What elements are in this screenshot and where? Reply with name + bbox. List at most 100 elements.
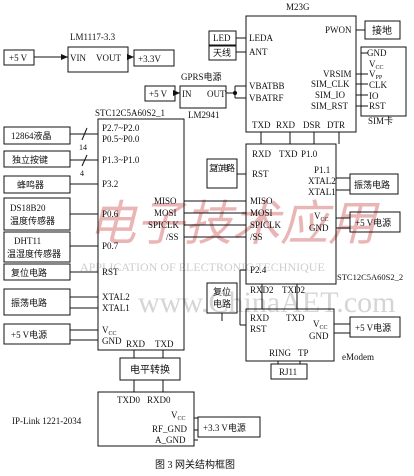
osc-left-label: 振荡电路: [11, 297, 47, 308]
lcd-label: 12864液晶: [11, 130, 52, 141]
antenna-box: [208, 45, 237, 61]
gprs-power-title: GPRS电源: [181, 71, 222, 82]
stc1-xtal1: XTAL1: [102, 303, 130, 313]
dht11-box: [3, 231, 71, 263]
m23g-vrsim: VRSIM: [323, 69, 352, 79]
m23g-leda: LEDA: [249, 33, 273, 43]
gprs-power-in: IN: [182, 89, 192, 99]
m23g-dsr: DSR: [303, 120, 321, 130]
reset-mid-label-1: 复位电路: [209, 163, 235, 173]
stc2-p10: P1.0: [301, 149, 318, 159]
stc1-box: [97, 118, 185, 351]
keys-box: [3, 150, 71, 168]
ground-label: 接地: [372, 24, 392, 37]
lm1117-title: LM1117-3.3: [70, 32, 116, 42]
emodem-box: [245, 308, 335, 362]
emodem-ring: RING: [269, 348, 291, 358]
bus-width-4: 4: [80, 169, 84, 178]
sim-vcc: VCC: [369, 59, 384, 71]
power-right1-label: +5 V电源: [355, 217, 391, 228]
stc2-spiclk: SPICLK: [250, 220, 282, 230]
emodem-tp: TP: [298, 348, 309, 358]
bus-width-14: 14: [79, 143, 87, 152]
osc-right-label: 振荡电路: [354, 179, 390, 190]
stc1-p13: P1.3~P1.0: [102, 155, 140, 165]
stc2-txd: TXD: [279, 149, 298, 159]
antenna-label: 天线: [213, 47, 231, 58]
stc2-xtal2: XTAL2: [308, 176, 336, 186]
rj11-label: RJ11: [279, 367, 297, 377]
level-shift-box: [119, 357, 181, 381]
stc2-p24: P2.4: [250, 265, 267, 275]
stc1-rxd: RXD: [126, 339, 146, 349]
lm1117-out-power: +3.3V: [138, 54, 161, 64]
stc1-p27: P2.7~P2.0: [102, 123, 140, 133]
m23g-rxd: RXD: [276, 120, 296, 130]
power-left-label: +5 V电源: [11, 329, 47, 340]
power-right1-box: [349, 211, 401, 233]
stc1-p32: P3.2: [102, 179, 118, 189]
stc2-miso: MISO: [250, 196, 273, 206]
reset-mid2-line2: 电路: [213, 298, 231, 309]
stc1-txd: TXD: [155, 339, 174, 349]
stc2-p11: P1.1: [314, 165, 330, 175]
sim-io: IO: [369, 91, 379, 101]
lm1117-vin: VIN: [70, 53, 86, 63]
lm1117-vout: VOUT: [96, 53, 121, 63]
reset-left-label: 复位电路: [11, 267, 47, 278]
sim-card-outline: [360, 46, 407, 117]
stc2-vcc: VCC: [314, 211, 329, 223]
ds18b20-line2: 温度传感器: [10, 215, 55, 226]
gprs-power-out: OUT: [207, 89, 226, 99]
watermark-en: APPLICATION OF ELECTRONIC TECHNIQUE: [80, 260, 325, 274]
watermark: 电子技术应用 APPLICATION OF ELECTRONIC TECHNIQ…: [80, 198, 395, 319]
emodem-vcc: VCC: [313, 319, 328, 331]
figure-caption: 图 3 网关结构框图: [155, 458, 235, 471]
sim-vpp: VPP: [369, 69, 383, 81]
stc2-rxd: RXD: [252, 149, 272, 159]
sim-rst: RST: [369, 101, 386, 111]
power-right2-box: [349, 316, 401, 338]
gprs-power-input: +5 V: [149, 89, 168, 99]
level-shift-label: 电平转换: [130, 363, 170, 376]
dht11-line2: 温湿度传感器: [7, 248, 61, 259]
sim-clk: CLK: [369, 80, 388, 90]
stc2-box: [245, 143, 337, 285]
stc1-p06: P0.6: [102, 209, 119, 219]
m23g-sim-io: SIM_IO: [315, 90, 346, 100]
stc1-gnd: GND: [102, 336, 122, 346]
emodem-rst: RST: [250, 324, 267, 334]
stc2-rst: RST: [252, 169, 269, 179]
lcd-box: [3, 126, 71, 145]
m23g-sim-rst: SIM_RST: [311, 101, 349, 111]
m23g-ant: ANT: [249, 47, 268, 57]
stc2-xtal1: XTAL1: [308, 187, 336, 197]
power-right2-label: +5 V电源: [355, 322, 391, 333]
dht11-line1: DHT11: [14, 236, 41, 246]
iplink-title: IP-Link 1221-2034: [12, 416, 82, 426]
stc2-txd2: TXD2: [282, 285, 305, 295]
iplink-vcc: VCC: [171, 410, 186, 422]
stc1-ss: /SS: [166, 232, 179, 242]
stc1-rst: RST: [102, 267, 119, 277]
m23g-vbatrf: VBATRF: [249, 93, 284, 103]
gprs-power-box: [179, 85, 227, 109]
m23g-pwon: PWON: [325, 25, 352, 35]
iplink-box: [97, 391, 195, 447]
emodem-gnd: GND: [309, 331, 329, 341]
iplink-txd0: TXD0: [117, 395, 140, 405]
reset-mid2-line1: 复位: [213, 286, 231, 297]
stc2-title: STC12C5A60S2_2: [337, 272, 403, 282]
watermark-url: www.ChinaAET.com: [138, 286, 395, 319]
led-label: LED: [213, 33, 231, 43]
stc1-title: STC12C5A60S2_1: [95, 108, 165, 118]
ds18b20-line1: DS18B20: [10, 203, 46, 213]
emodem-txd: TXD: [286, 313, 305, 323]
keys-label: 独立按键: [12, 154, 48, 165]
stc1-miso: MISO: [154, 196, 177, 206]
sim-card-label: SIM卡: [368, 115, 393, 126]
emodem-label: eModem: [342, 352, 374, 362]
stc1-p07: P0.7: [102, 241, 119, 251]
osc-left-box: [3, 288, 71, 316]
